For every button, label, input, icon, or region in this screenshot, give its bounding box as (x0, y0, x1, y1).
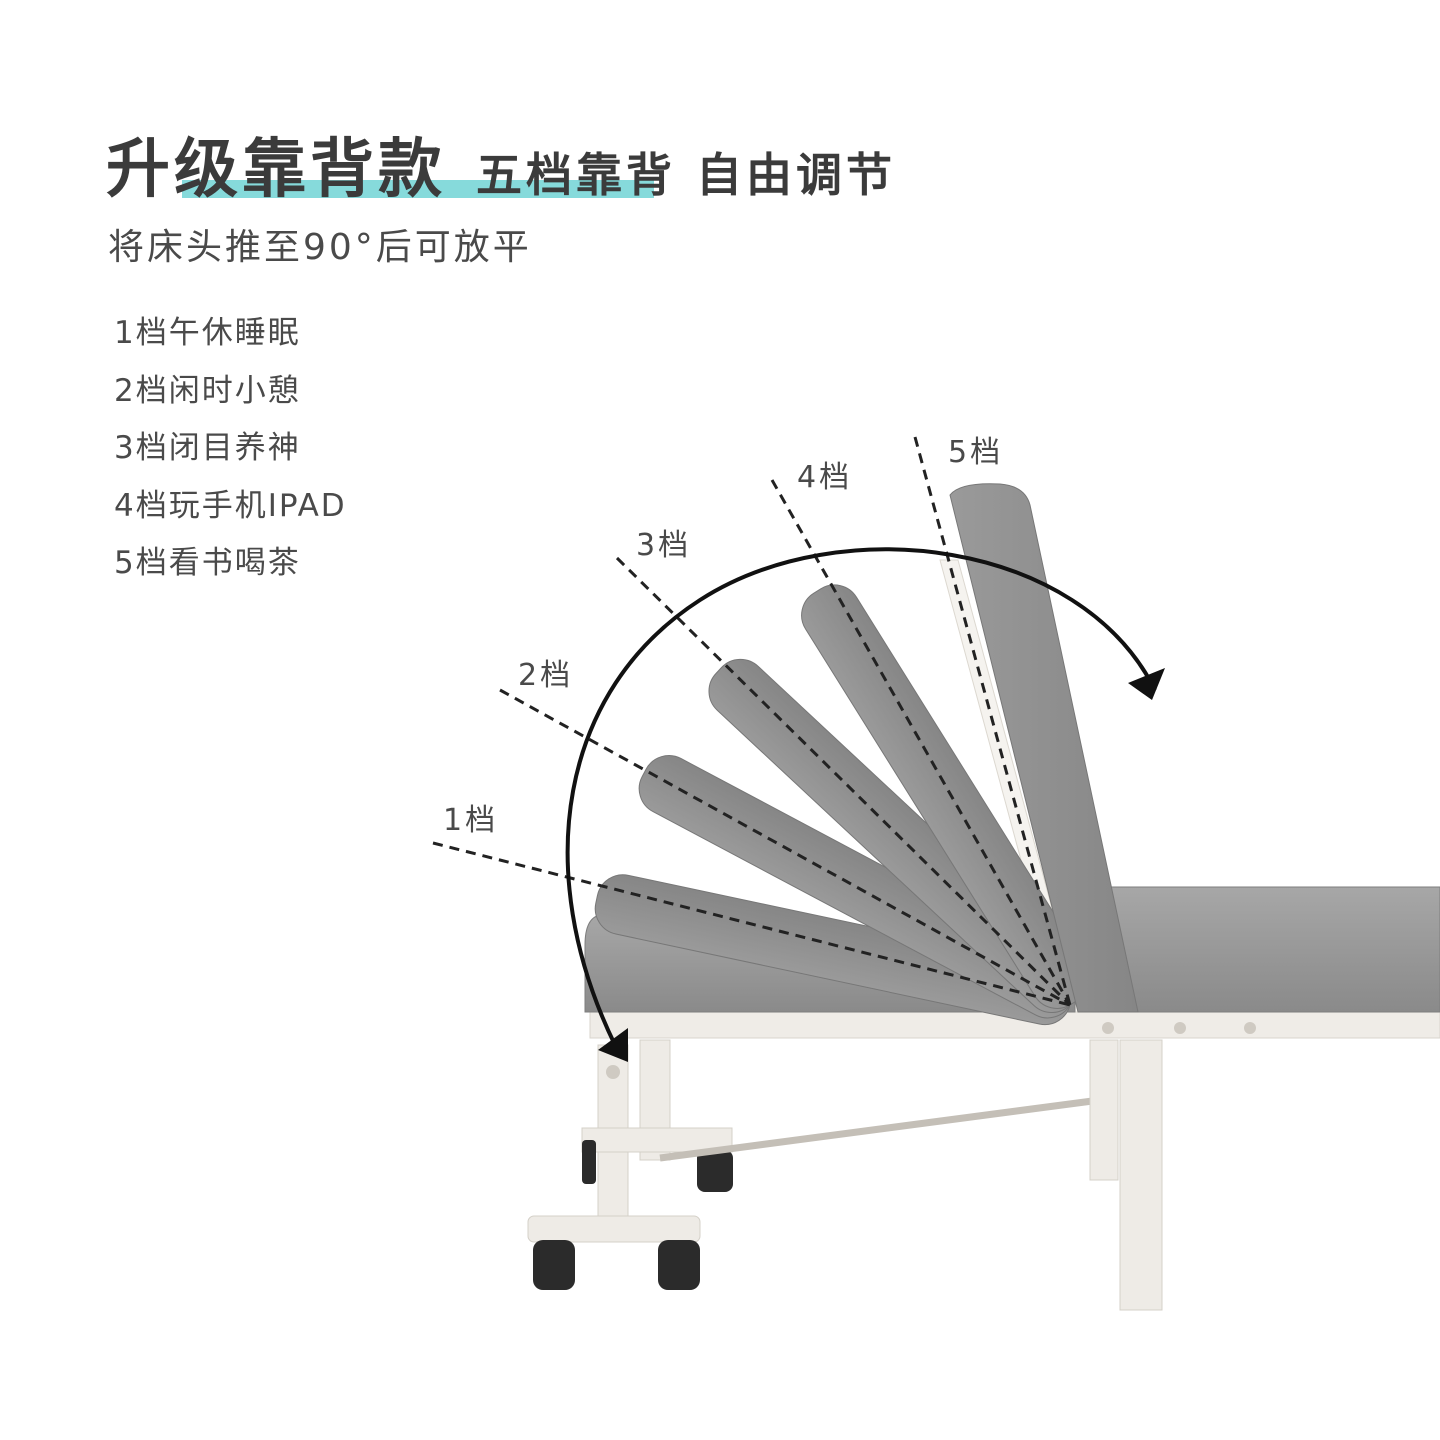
mode-item-5: 5档看书喝茶 (114, 545, 301, 581)
rotation-arc (565, 547, 1157, 1046)
wheel-icon (658, 1240, 700, 1290)
arrow-head-icon (1128, 668, 1165, 700)
headline-main: 升级靠背款 (106, 133, 446, 207)
level-label-5: 5档 (948, 435, 1003, 470)
wheel-icon (697, 1150, 733, 1192)
mode-item-3: 3档闭目养神 (114, 430, 301, 466)
arrow-head-icon (598, 1028, 628, 1062)
level-label-2: 2档 (518, 658, 573, 693)
mode-item-2: 2档闲时小憩 (114, 372, 301, 409)
mode-item-4: 4档玩手机IPAD (114, 487, 347, 524)
wheel-icon (533, 1240, 575, 1290)
subtitle: 将床头推至90°后可放平 (108, 227, 532, 268)
level-label-1: 1档 (443, 803, 498, 838)
headline-sub: 五档靠背 自由调节 (476, 148, 897, 202)
angle-guides (432, 436, 1072, 1007)
level-label-3: 3档 (636, 528, 691, 563)
mode-item-1: 1档午休睡眠 (114, 315, 301, 351)
mode-list: 1档午休睡眠 2档闲时小憩 3档闭目养神 4档玩手机IPAD 5档看书喝茶 (114, 308, 347, 596)
level-label-4: 4档 (797, 460, 852, 495)
headline-accent-bar (182, 180, 654, 198)
headline: 升级靠背款五档靠背 自由调节 (106, 118, 896, 210)
